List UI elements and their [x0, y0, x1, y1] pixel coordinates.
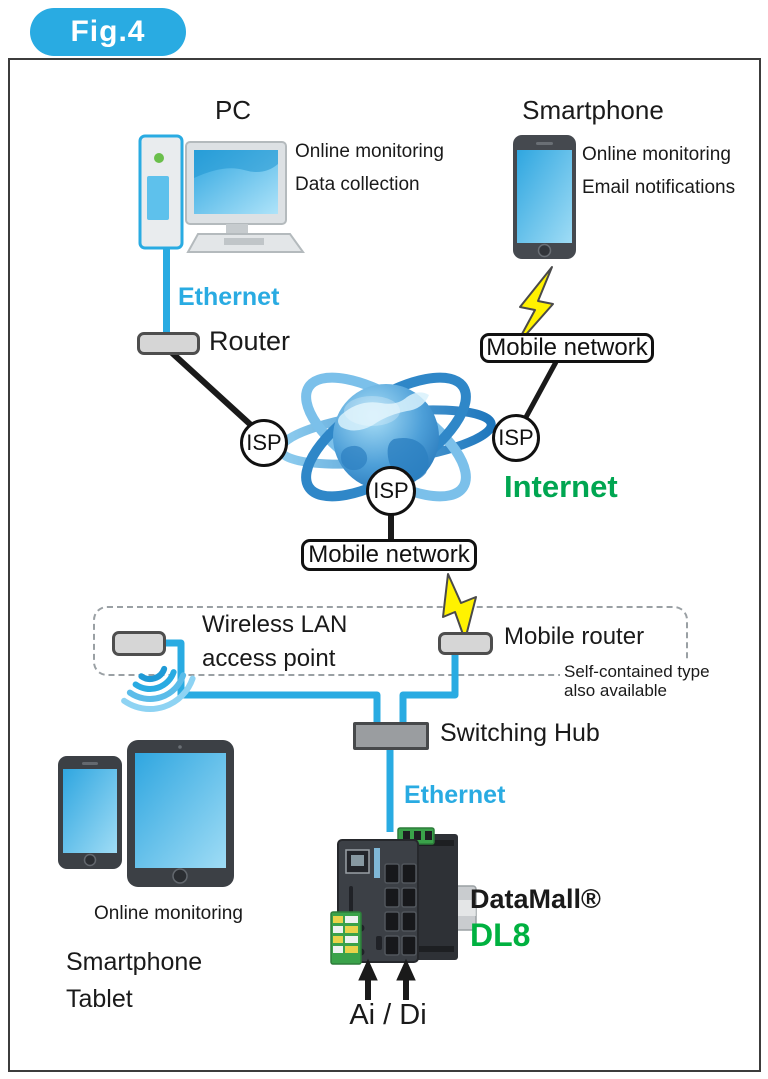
isp-node-left: ISP	[240, 419, 288, 467]
router-box	[137, 332, 200, 355]
smartphone-title: Smartphone	[522, 95, 664, 125]
device-model-label: DL8	[470, 917, 531, 953]
figure-label: Fig.4	[30, 8, 186, 56]
pc-note-1: Online monitoring	[295, 141, 444, 162]
line-router-isp	[168, 349, 255, 429]
isp-node-bottom: ISP	[366, 466, 416, 516]
self-contained-line2: also available	[564, 681, 668, 700]
clients-tablet-label: Tablet	[66, 985, 133, 1013]
isp-right-label: ISP	[498, 425, 534, 450]
wireless-lan-label-2: access point	[202, 645, 336, 672]
ai-di-label: Ai / Di	[349, 999, 427, 1031]
switching-hub-label: Switching Hub	[440, 719, 600, 747]
cable-router-hub	[399, 653, 459, 724]
router-label: Router	[209, 326, 291, 356]
isp-node-right: ISP	[492, 414, 540, 462]
self-contained-line1: Self-contained type	[564, 662, 710, 681]
dl8-device-icon	[330, 827, 477, 965]
line-mobilenet-isp	[522, 360, 559, 421]
lightning-icon-mid	[442, 573, 477, 641]
pc-icon	[138, 134, 305, 253]
pc-title: PC	[214, 95, 252, 125]
input-arrows-icon	[358, 958, 416, 1000]
mobile-router-box	[438, 632, 493, 655]
clients-note: Online monitoring	[94, 903, 243, 924]
isp-bottom-label: ISP	[373, 478, 409, 503]
mobile-network-top-box: Mobile network	[480, 333, 654, 363]
lan-dashed-zone	[93, 606, 688, 676]
pc-note-2: Data collection	[295, 174, 420, 195]
self-contained-note: Self-contained type also available	[560, 662, 745, 700]
ethernet-top-label: Ethernet	[178, 283, 280, 311]
device-name-label: DataMall®	[470, 884, 601, 914]
wifi-signal-icon	[121, 665, 196, 712]
ethernet-bottom-label: Ethernet	[404, 781, 506, 809]
mobile-network-mid-box: Mobile network	[301, 539, 477, 571]
isp-left-label: ISP	[246, 430, 282, 455]
client-smartphone-icon	[58, 756, 122, 869]
smartphone-note-1: Online monitoring	[582, 144, 731, 165]
mobile-router-label: Mobile router	[504, 623, 645, 650]
mobile-network-mid-label: Mobile network	[308, 541, 470, 568]
smartphone-note-2: Email notifications	[582, 177, 736, 198]
client-tablet-icon	[127, 740, 234, 887]
smartphone-icon	[513, 135, 576, 259]
clients-smartphone-label: Smartphone	[66, 948, 203, 976]
switching-hub-box	[353, 722, 429, 750]
internet-label: Internet	[504, 469, 618, 504]
wireless-lan-label-1: Wireless LAN	[202, 611, 348, 638]
mobile-network-top-label: Mobile network	[486, 334, 648, 361]
access-point-box	[112, 631, 166, 656]
